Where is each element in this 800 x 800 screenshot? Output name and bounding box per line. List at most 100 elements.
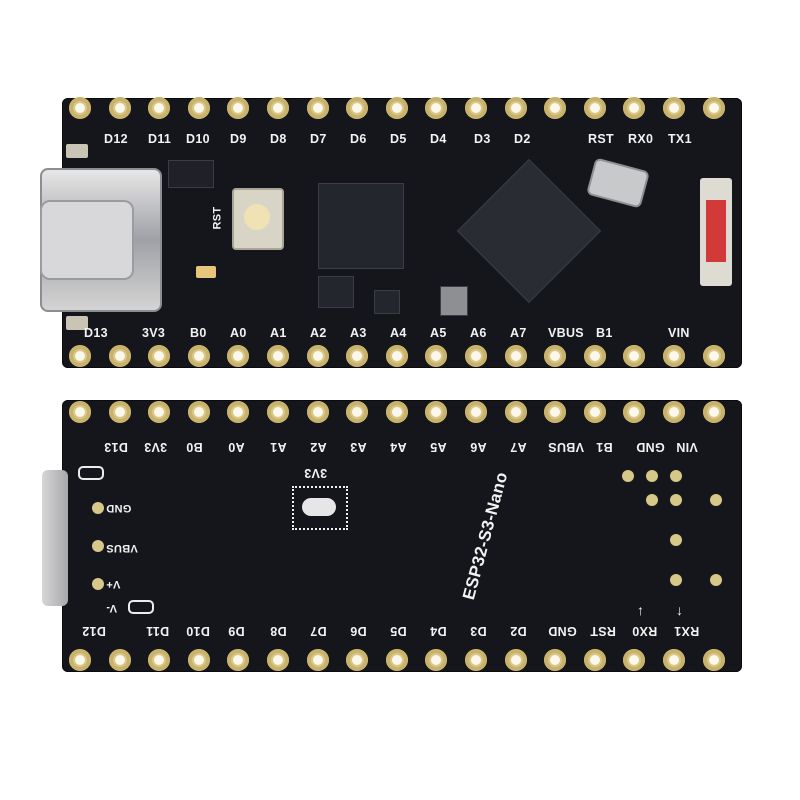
- pin-label: D7: [310, 624, 327, 638]
- header-pad: [267, 345, 289, 367]
- pin-label: D9: [230, 132, 247, 146]
- header-pad: [227, 97, 250, 119]
- header-pad: [583, 401, 606, 423]
- header-pad: [267, 649, 289, 671]
- pin-label: A7: [510, 326, 527, 340]
- pin-label: A6: [470, 440, 487, 454]
- usb-side-label: GND: [106, 502, 132, 514]
- header-pad: [267, 97, 289, 119]
- test-pad: [670, 534, 682, 546]
- header-pad: [504, 97, 527, 119]
- pin-label: RX0: [632, 624, 658, 638]
- pin-label: 3V3: [144, 440, 168, 454]
- header-pad: [623, 649, 646, 671]
- test-pad: [710, 574, 722, 586]
- header-pad: [187, 97, 210, 119]
- pin-label: D10: [186, 624, 210, 638]
- header-pad: [108, 649, 131, 671]
- header-pad: [346, 345, 369, 367]
- pin-label: GND: [548, 624, 577, 638]
- jumper-3v3-label: 3V3: [304, 466, 328, 480]
- header-pad: [702, 97, 725, 119]
- pin-label: A1: [270, 440, 287, 454]
- reset-button[interactable]: [232, 188, 284, 250]
- pin-label: D13: [104, 440, 128, 454]
- header-pad: [306, 345, 329, 367]
- header-pad: [465, 345, 487, 367]
- header-pad: [69, 401, 91, 423]
- pin-label: D12: [104, 132, 128, 146]
- header-pad: [702, 649, 725, 671]
- header-pad: [385, 649, 408, 671]
- test-pad: [622, 470, 634, 482]
- header-pad: [306, 401, 329, 423]
- pin-label: A3: [350, 440, 367, 454]
- pin-label: D4: [430, 132, 447, 146]
- pin-label: D9: [228, 624, 245, 638]
- pin-label: D11: [148, 132, 172, 146]
- pin-label: D4: [430, 624, 447, 638]
- usb-c-port-opening: [40, 200, 134, 280]
- pin-label: GND: [636, 440, 665, 454]
- header-pad: [425, 649, 448, 671]
- header-pad: [69, 97, 91, 119]
- pin-label: 3V3: [142, 326, 166, 340]
- pin-label: D5: [390, 624, 407, 638]
- test-pad: [670, 494, 682, 506]
- header-pad: [346, 401, 369, 423]
- header-pad: [187, 649, 210, 671]
- pin-label: D13: [84, 326, 108, 340]
- rgb-led-red-body: [706, 200, 726, 262]
- header-pad: [544, 345, 567, 367]
- small-chip: [374, 290, 400, 314]
- pin-label: RX0: [628, 132, 654, 146]
- usb-side-label: V-: [106, 602, 117, 614]
- pin-label: VIN: [668, 326, 690, 340]
- header-pad: [663, 97, 685, 119]
- pin-label: D6: [350, 132, 367, 146]
- header-pad: [663, 649, 685, 671]
- pin-label: RST: [588, 132, 614, 146]
- usb-side-label: V+: [106, 578, 121, 590]
- pin-label: A6: [470, 326, 487, 340]
- header-pad: [583, 345, 606, 367]
- header-pad: [385, 401, 408, 423]
- header-pad: [425, 401, 448, 423]
- header-pad: [69, 649, 91, 671]
- test-pad: [646, 470, 658, 482]
- pin-label: RX1: [674, 624, 700, 638]
- header-pad: [504, 401, 527, 423]
- jumper-3v3: [292, 486, 348, 530]
- header-pad: [544, 401, 567, 423]
- header-pad: [148, 345, 171, 367]
- header-pad: [544, 649, 567, 671]
- header-pad: [148, 649, 171, 671]
- small-chip: [440, 286, 468, 316]
- pin-label: B0: [190, 326, 207, 340]
- test-pad: [92, 578, 104, 590]
- header-pad: [465, 97, 487, 119]
- status-led: [66, 316, 88, 330]
- test-pad: [92, 502, 104, 514]
- usb-c-connector-back: [42, 470, 68, 606]
- header-pad: [227, 401, 250, 423]
- header-pad: [108, 401, 131, 423]
- pin-label: A0: [230, 326, 247, 340]
- header-pad: [385, 345, 408, 367]
- reset-button-label: RST: [211, 206, 224, 230]
- oval-pad: [128, 600, 154, 614]
- header-pad: [306, 97, 329, 119]
- test-pad: [710, 494, 722, 506]
- pin-label: D6: [350, 624, 367, 638]
- header-pad: [663, 401, 685, 423]
- header-pad: [544, 97, 567, 119]
- header-pad: [504, 345, 527, 367]
- small-chip: [318, 276, 354, 308]
- pin-label: D3: [474, 132, 491, 146]
- pin-label: A4: [390, 326, 407, 340]
- pin-label: D12: [82, 624, 106, 638]
- test-pad: [670, 470, 682, 482]
- pin-label: A3: [350, 326, 367, 340]
- pin-label: D11: [146, 624, 170, 638]
- pin-label: B1: [596, 326, 613, 340]
